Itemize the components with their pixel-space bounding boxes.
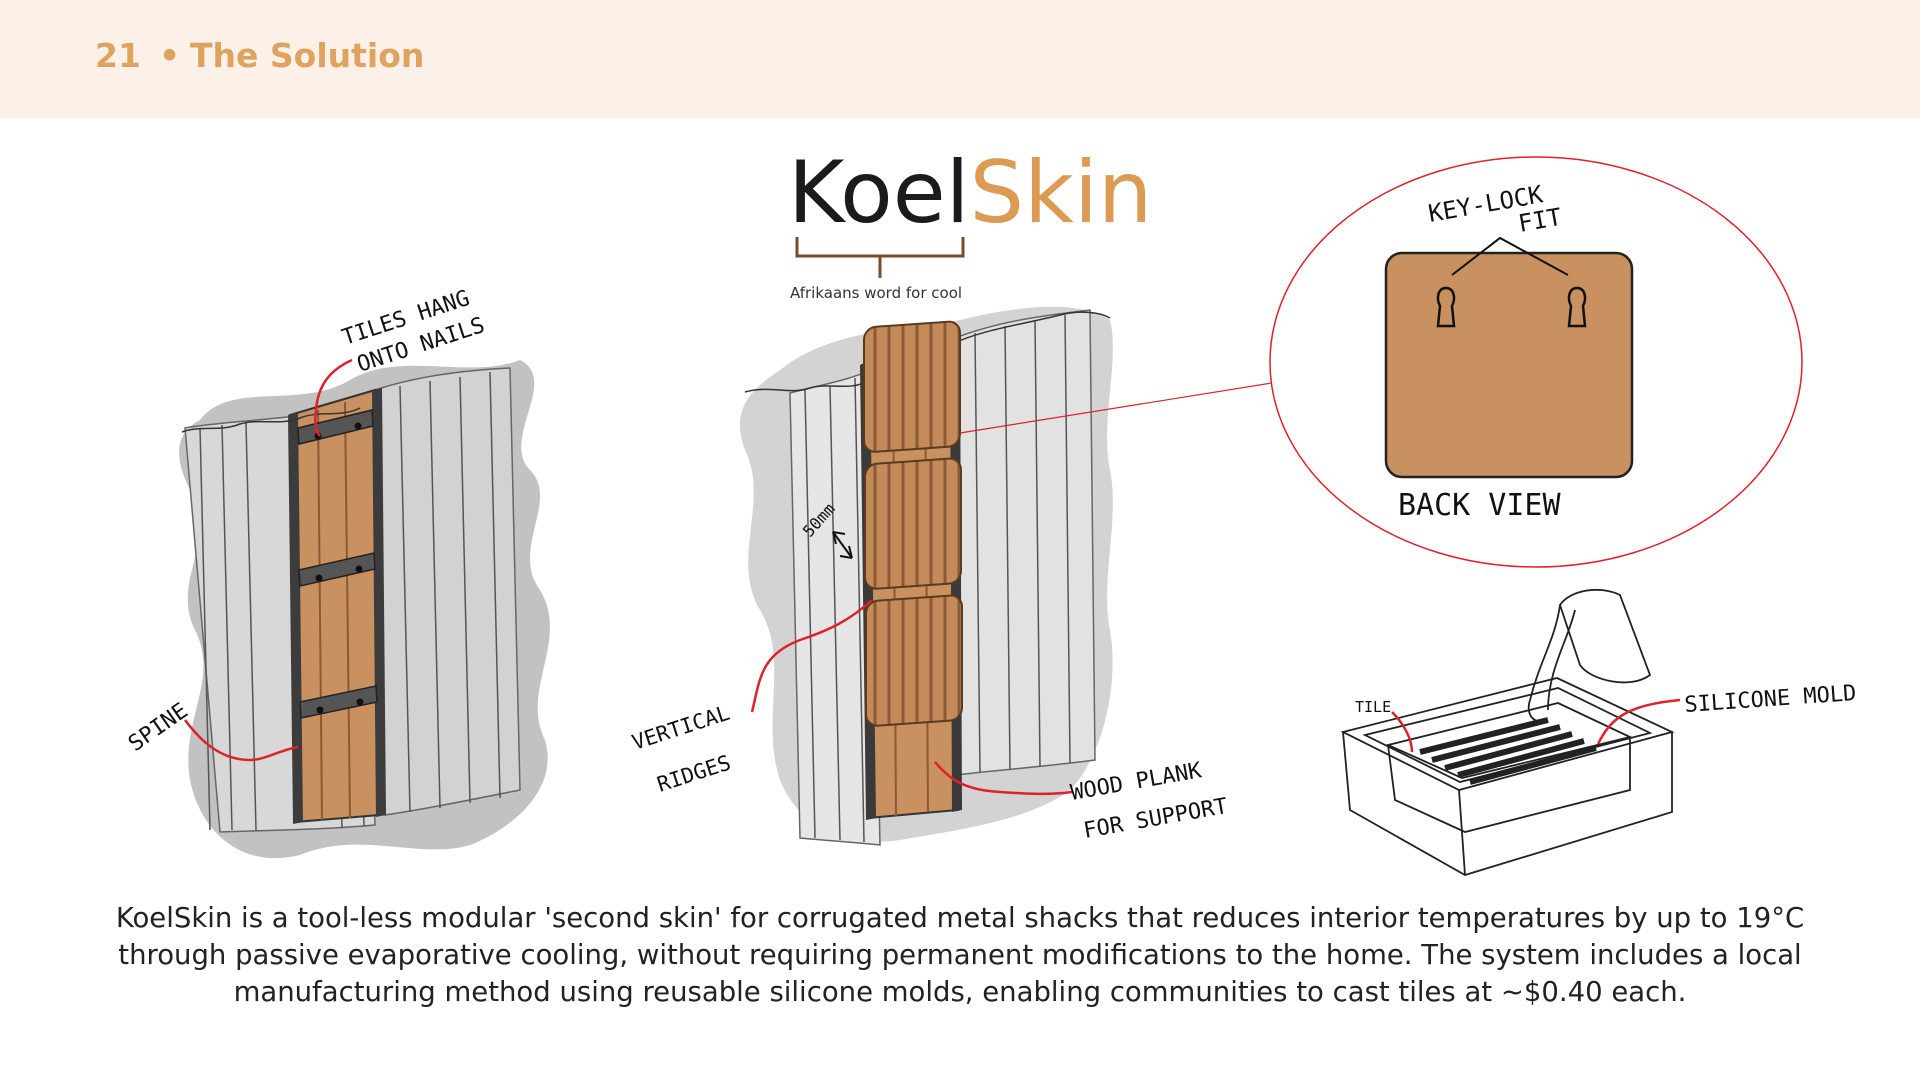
mold-ridges — [1419, 717, 1597, 785]
silicone-mold-label: SILICONE MOLD — [1684, 681, 1858, 718]
vertical-ridges-pointer — [750, 599, 873, 713]
keyhole-right-icon — [1567, 286, 1587, 328]
logo-skin: Skin — [969, 143, 1153, 243]
back-view-label: BACK VIEW — [1398, 488, 1561, 523]
tiles-hang-pointer — [313, 358, 353, 437]
keyhole-left-icon — [1436, 286, 1456, 328]
slide-title-text: The Solution — [190, 36, 425, 75]
wood-plank-label: WOOD PLANK — [1069, 758, 1205, 806]
ridges-label: RIDGES — [654, 750, 734, 796]
spine-label: SPINE — [124, 698, 193, 756]
left-wood-plank — [288, 388, 382, 824]
title-bullet: • — [158, 36, 181, 75]
slide-title: 21 •The Solution — [95, 36, 424, 75]
logo-subtitle: Afrikaans word for cool — [790, 284, 963, 302]
left-spine-left — [288, 412, 303, 824]
tile-label: TILE — [1355, 698, 1391, 716]
back-view-detail — [1269, 156, 1803, 568]
left-wall-illustration — [179, 358, 550, 859]
silicone-mold-illustration — [1340, 588, 1675, 876]
solution-description: KoelSkin is a tool-less modular 'second … — [115, 902, 1805, 1008]
detail-connector — [959, 382, 1273, 434]
for-support-label: FOR SUPPORT — [1082, 794, 1230, 844]
pouring-cup — [1559, 588, 1652, 684]
size-arrow — [832, 531, 853, 559]
middle-tiles — [863, 320, 963, 727]
wood-plank-pointer — [934, 761, 1073, 796]
koelskin-logo: KoelSkin — [788, 150, 1152, 236]
logo-bracket — [795, 237, 965, 278]
left-spine-right — [372, 388, 386, 817]
spine-pointer — [184, 719, 299, 762]
logo-koel: Koel — [788, 143, 970, 243]
mold-annotations — [1391, 698, 1681, 753]
slide-number: 21 — [95, 36, 141, 75]
header-bar: 21 •The Solution — [0, 0, 1920, 118]
tile-back — [1384, 251, 1634, 479]
middle-wall-illustration — [739, 306, 1273, 846]
vertical-label: VERTICAL — [629, 701, 733, 755]
